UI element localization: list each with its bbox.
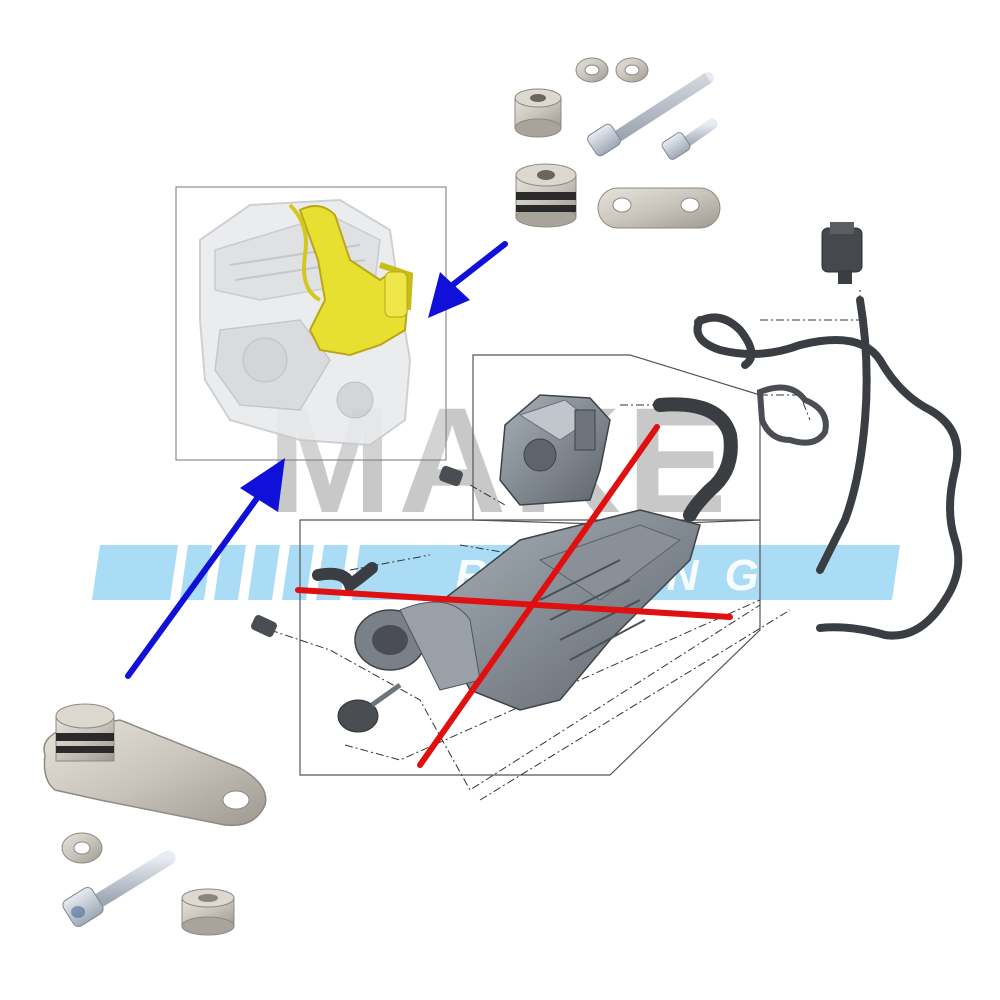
washer-bottom [61,832,103,864]
engine-inset [175,186,447,461]
spacer-top [514,88,562,138]
cross-stroke-2 [295,587,733,620]
pressure-sensor [821,222,863,284]
arrow-bottom [125,458,285,679]
coolant-hose [653,397,738,522]
vacuum-hose [693,316,963,640]
bolt-bottom [62,850,176,927]
washer-top-left [575,57,609,83]
gasket [756,384,829,446]
egr-valve [499,394,611,506]
washer-top-right [615,57,649,83]
fitting-left [439,465,463,487]
bottom-parts-kit [43,703,267,936]
long-bolt-top [587,72,714,157]
blanking-plug-bottom [55,703,115,762]
bypass-hose [312,562,378,595]
engine-egr-highlight [288,203,414,357]
arrow-icon [428,272,470,318]
egr-cooler [337,509,701,733]
cross-out-icon [295,424,733,768]
spacer-bottom [181,888,235,936]
blanking-plate-top [597,187,721,229]
arrow-icon [240,458,285,512]
cross-stroke-1 [417,424,660,768]
fitting-lower-left [251,614,277,638]
arrow-top [428,241,508,318]
egr-assembly [251,222,963,801]
egr-cooler-frame [299,519,761,776]
blanking-plug-top [515,163,577,228]
short-bolt-top [661,118,718,160]
top-parts-kit [514,57,721,229]
